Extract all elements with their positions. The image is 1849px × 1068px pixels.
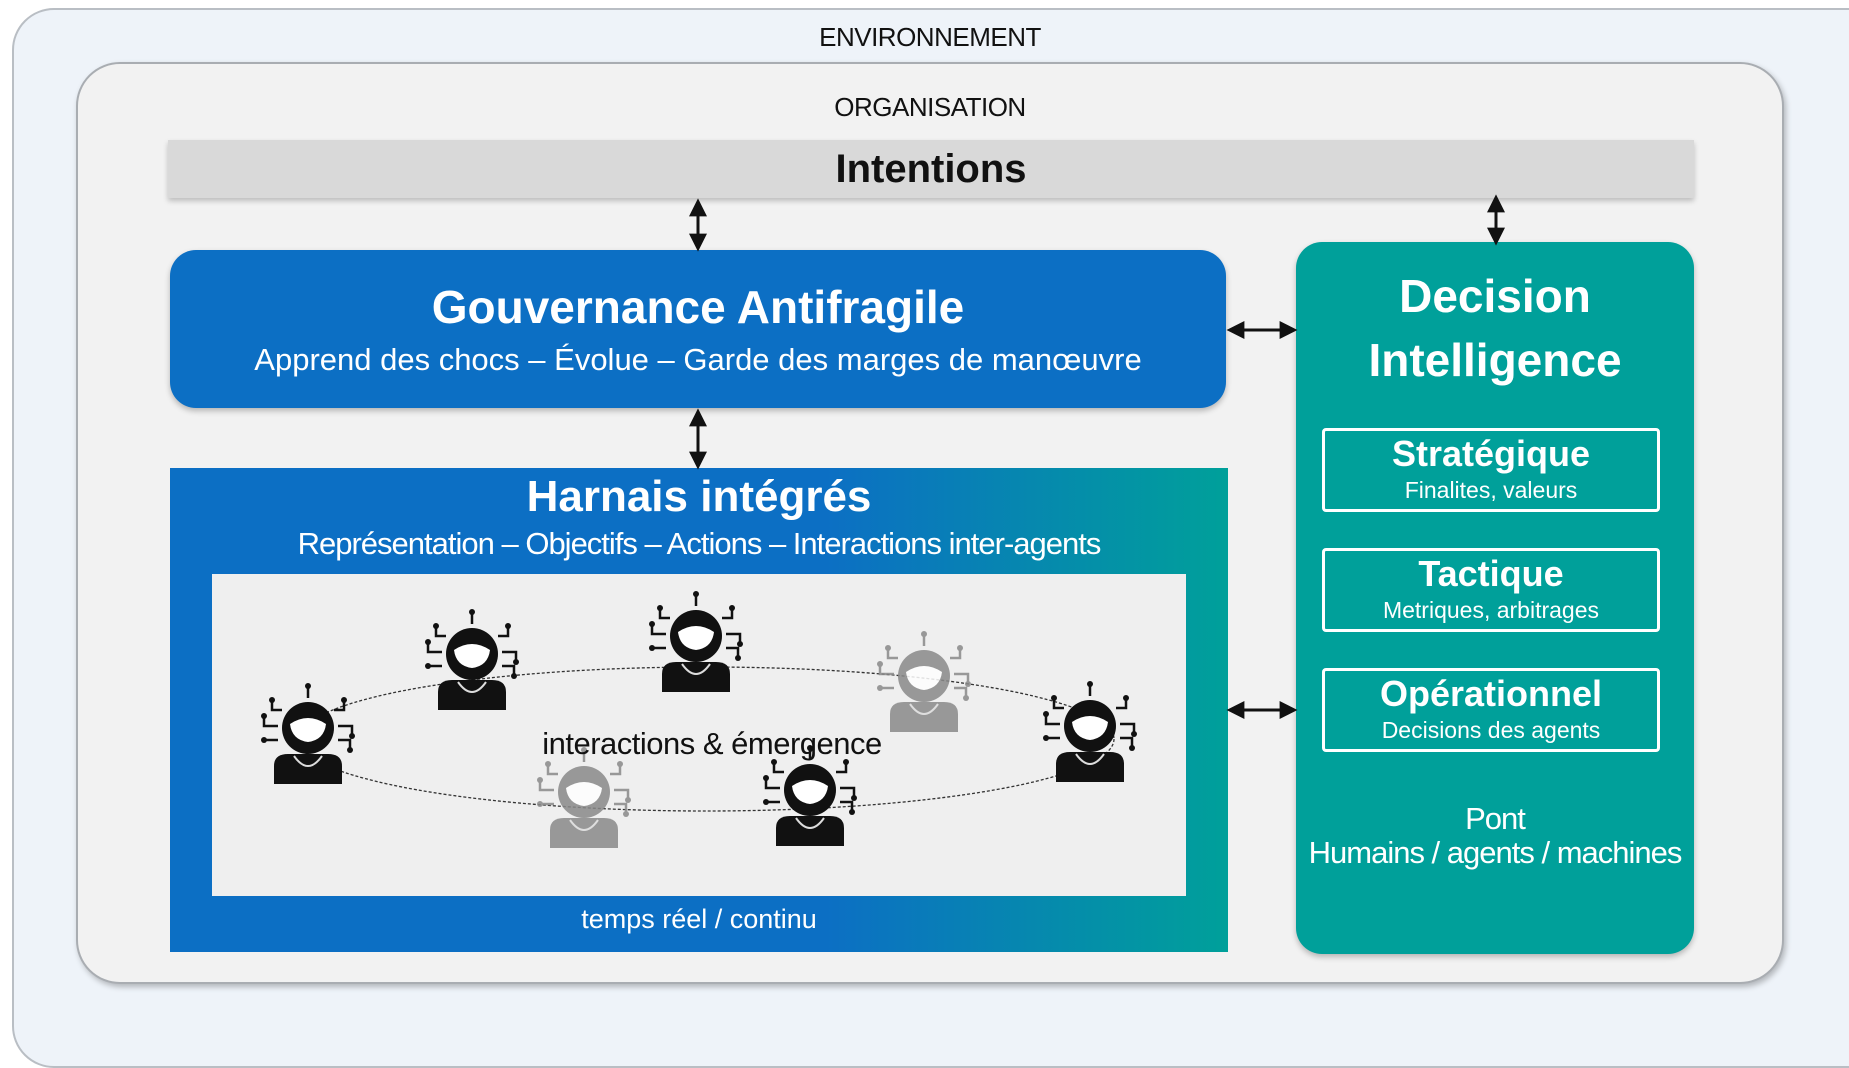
decision-intelligence-title-line2: Intelligence (1368, 334, 1622, 386)
agent-arena: interactions & émergence (212, 574, 1186, 896)
robot-agent-icon (877, 631, 971, 732)
intentions-bar: Intentions (168, 140, 1694, 198)
harnais-title: Harnais intégrés (526, 472, 872, 521)
interaction-ellipse (297, 666, 1115, 812)
bridge-label-line2: Humains / agents / machines (1308, 835, 1683, 870)
robot-agent-icon (763, 745, 857, 846)
harnais-subtitle: Représentation – Objectifs – Actions – I… (297, 526, 1102, 561)
robot-agent-icon (261, 683, 355, 784)
bridge-label: Pont Humains / agents / machines (1296, 802, 1694, 870)
interaction-label: interactions & émergence (542, 726, 882, 761)
level-description: Finalites, valeurs (1404, 477, 1578, 503)
bridge-label-line1: Pont (1465, 801, 1526, 836)
decision-intelligence-title-line1: Decision (1399, 270, 1591, 322)
level-operationnel: Opérationnel Decisions des agents (1322, 668, 1660, 752)
harnais-box: Harnais intégrés Représentation – Object… (170, 468, 1228, 952)
decision-intelligence-box: Decision Intelligence Stratégique Finali… (1296, 242, 1694, 954)
level-name: Stratégique (1391, 433, 1591, 474)
gouvernance-subtitle: Apprend des chocs – Évolue – Garde des m… (254, 342, 1142, 377)
robot-agent-icon (1043, 681, 1137, 782)
level-tactique: Tactique Metriques, arbitrages (1322, 548, 1660, 632)
harnais-footer: temps réel / continu (581, 904, 817, 934)
organisation-label: ORGANISATION (834, 92, 1026, 122)
connector-arrows (689, 194, 1505, 719)
robot-agent-icon (537, 747, 631, 848)
level-strategique: Stratégique Finalites, valeurs (1322, 428, 1660, 512)
agent-interaction-diagram (261, 591, 1137, 848)
decision-intelligence-title: Decision Intelligence (1296, 264, 1694, 392)
robot-agent-icon (649, 591, 743, 692)
gouvernance-box: Gouvernance Antifragile Apprend des choc… (170, 250, 1226, 408)
level-description: Decisions des agents (1381, 717, 1601, 743)
level-name: Tactique (1418, 553, 1564, 594)
robot-agent-icon (425, 609, 519, 710)
level-name: Opérationnel (1379, 673, 1603, 714)
environment-label: ENVIRONNEMENT (819, 22, 1041, 52)
gouvernance-title: Gouvernance Antifragile (431, 281, 965, 333)
level-description: Metriques, arbitrages (1382, 597, 1600, 623)
